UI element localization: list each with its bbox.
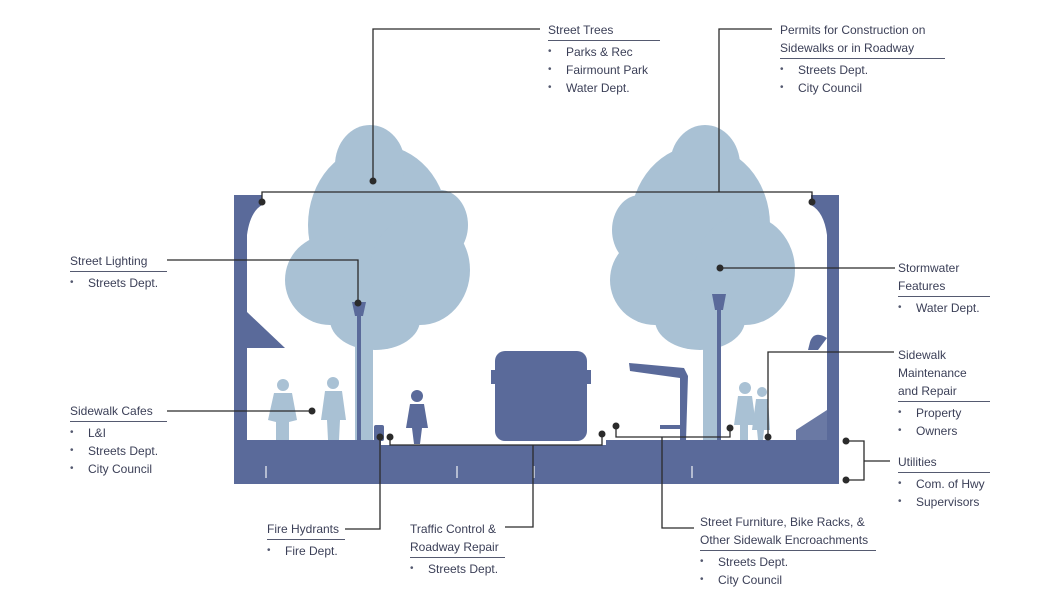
callout-title-line: Traffic Control & xyxy=(410,522,497,536)
agency-list: Fire Dept. xyxy=(267,542,345,560)
callout-stormwater: Stormwater Features Water Dept. xyxy=(898,259,990,317)
callout-title: Sidewalk Cafes xyxy=(70,402,167,422)
callout-street-trees: Street Trees Parks & Rec Fairmount Park … xyxy=(548,21,660,97)
agency-item: Parks & Rec xyxy=(548,43,660,61)
callout-title-line: Sidewalks or in Roadway xyxy=(780,39,945,59)
callout-title-line: Other Sidewalk Encroachments xyxy=(700,531,876,551)
callout-sidewalk-cafes: Sidewalk Cafes L&I Streets Dept. City Co… xyxy=(70,402,167,478)
agency-list: Com. of Hwy Supervisors xyxy=(898,475,990,511)
title-line: Street Trees xyxy=(548,23,614,37)
agency-item: Owners xyxy=(898,422,990,440)
callout-street-lighting: Street Lighting Streets Dept. xyxy=(70,252,167,292)
agency-list: L&I Streets Dept. City Council xyxy=(70,424,167,478)
callout-fire-hydrants: Fire Hydrants Fire Dept. xyxy=(267,520,345,560)
agency-list: Water Dept. xyxy=(898,299,990,317)
agency-item: City Council xyxy=(70,460,167,478)
pedestrian-roadway xyxy=(406,390,428,444)
tree-left xyxy=(285,125,470,442)
callout-street-furniture: Street Furniture, Bike Racks, & Other Si… xyxy=(700,513,876,589)
street-base xyxy=(234,195,839,484)
agency-item: Property xyxy=(898,404,990,422)
pedestrians xyxy=(268,377,770,440)
callout-sidewalk-maintenance: Sidewalk Maintenance and Repair Property… xyxy=(898,346,990,440)
agency-item: Supervisors xyxy=(898,493,990,511)
callout-title-line: Maintenance xyxy=(898,366,967,380)
agency-list: Streets Dept. City Council xyxy=(780,61,945,97)
agency-list: Streets Dept. xyxy=(70,274,167,292)
agency-item: City Council xyxy=(700,571,876,589)
callout-title-line: and Repair xyxy=(898,382,990,402)
agency-item: L&I xyxy=(70,424,167,442)
callout-title: Utilities xyxy=(898,453,990,473)
agency-item: Streets Dept. xyxy=(70,442,167,460)
agency-item: Streets Dept. xyxy=(780,61,945,79)
agency-list: Property Owners xyxy=(898,404,990,440)
callout-utilities: Utilities Com. of Hwy Supervisors xyxy=(898,453,990,511)
callout-title: Fire Hydrants xyxy=(267,520,345,540)
tree-right xyxy=(610,125,795,440)
agency-item: Streets Dept. xyxy=(700,553,876,571)
agency-item: Water Dept. xyxy=(548,79,660,97)
agency-item: Water Dept. xyxy=(898,299,990,317)
leader-dots xyxy=(258,177,850,484)
callout-title-line: Stormwater xyxy=(898,261,960,275)
agency-item: Streets Dept. xyxy=(410,560,505,578)
callout-title-line: Street Furniture, Bike Racks, & xyxy=(700,515,865,529)
agency-item: Com. of Hwy xyxy=(898,475,990,493)
agency-item: City Council xyxy=(780,79,945,97)
agency-list: Streets Dept. xyxy=(410,560,505,578)
callout-traffic-control: Traffic Control & Roadway Repair Streets… xyxy=(410,520,505,578)
callout-title: Street Lighting xyxy=(70,252,167,272)
callout-title-line: Features xyxy=(898,277,990,297)
agency-list: Streets Dept. City Council xyxy=(700,553,876,589)
agency-item: Streets Dept. xyxy=(70,274,167,292)
agency-item: Fire Dept. xyxy=(267,542,345,560)
callout-title-line: Sidewalk xyxy=(898,348,947,362)
agency-item: Fairmount Park xyxy=(548,61,660,79)
callout-title-line: Roadway Repair xyxy=(410,538,505,558)
callout-title-line: Permits for Construction on xyxy=(780,23,926,37)
agency-list: Parks & Rec Fairmount Park Water Dept. xyxy=(548,43,660,97)
callout-permits: Permits for Construction on Sidewalks or… xyxy=(780,21,945,97)
leader-lines xyxy=(167,28,895,530)
callout-title: Street Trees xyxy=(548,21,660,41)
